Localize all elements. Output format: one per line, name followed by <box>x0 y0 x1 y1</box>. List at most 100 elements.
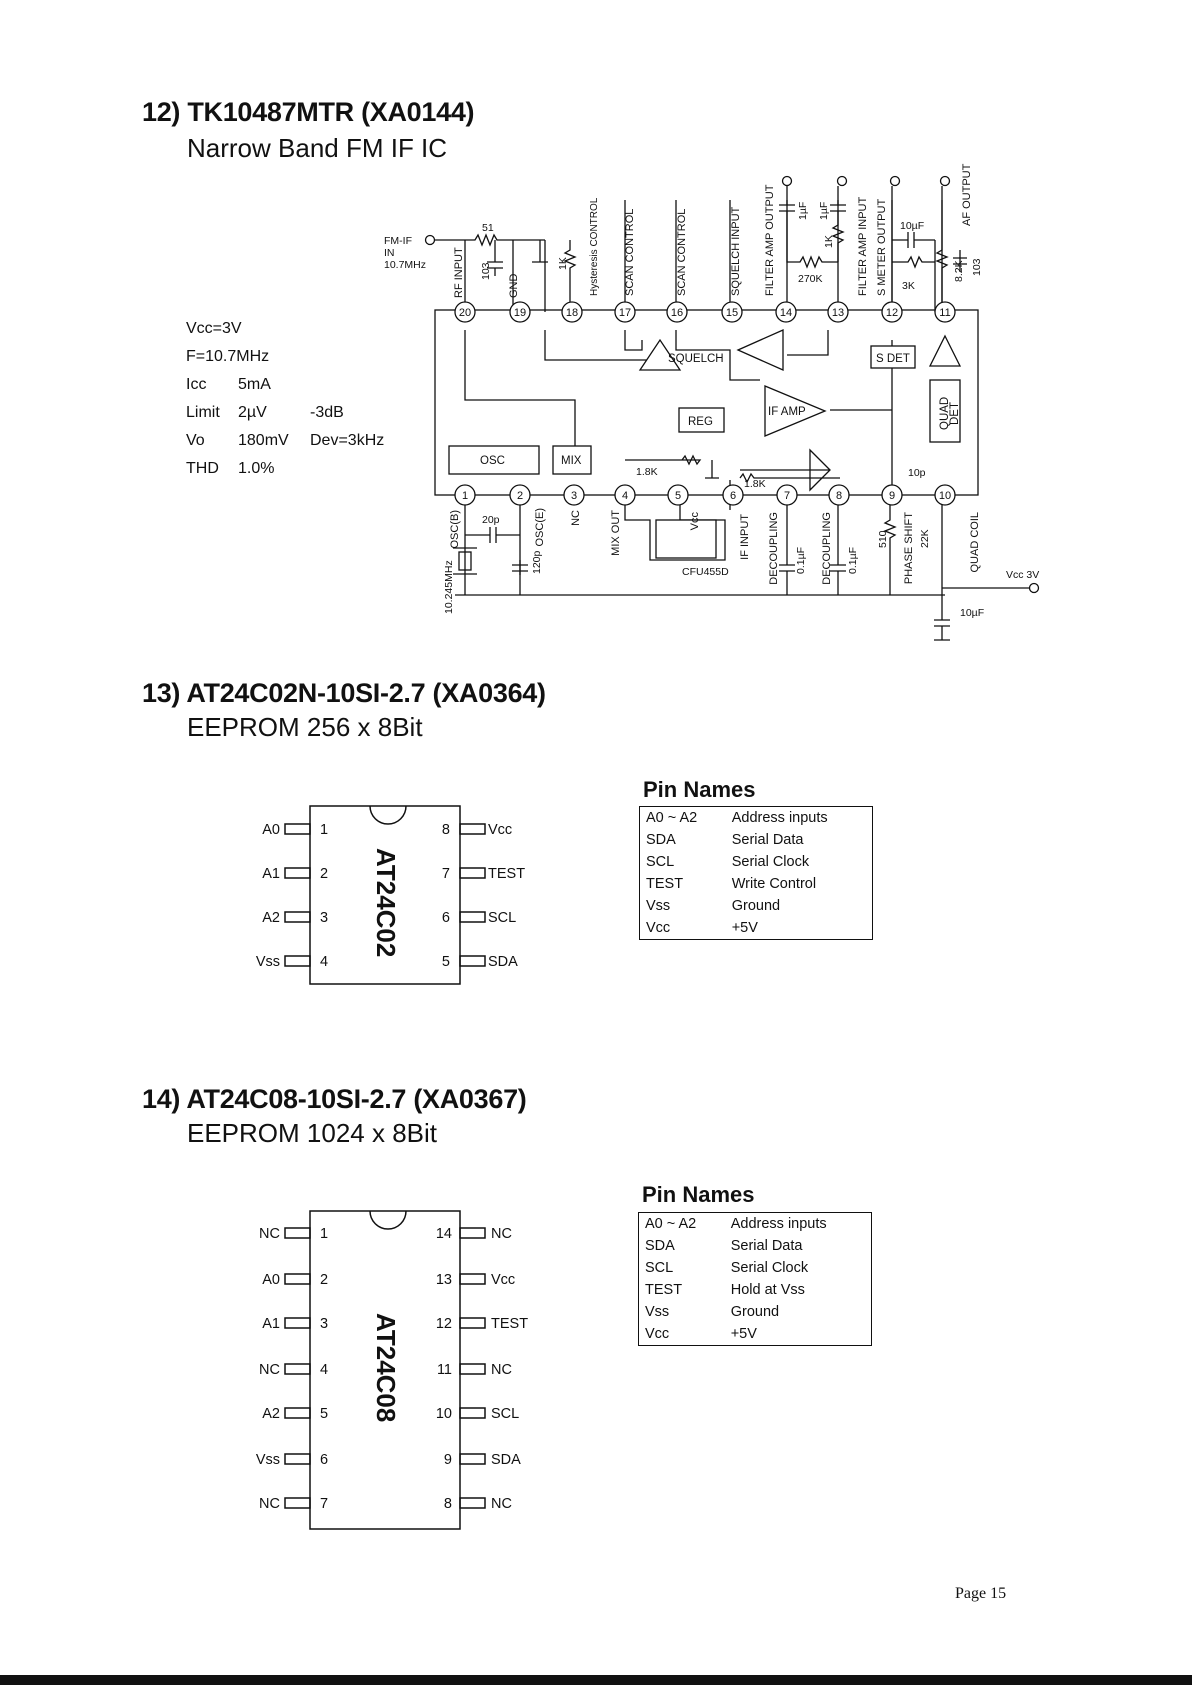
pin-6-label: IF INPUT <box>739 514 751 560</box>
desc-cell: Serial Data <box>730 1238 803 1254</box>
pin-name: A2 <box>262 1406 280 1422</box>
pin-number: 5 <box>320 1406 328 1422</box>
pin-name: SDA <box>491 1452 521 1468</box>
xtal-value: 10.245MHz <box>443 560 455 614</box>
pin-name: Vcc <box>488 822 512 838</box>
pin-cell: SCL <box>645 1260 674 1276</box>
pin-name: SCL <box>491 1406 519 1422</box>
mix-block <box>552 445 592 475</box>
pin-3-node <box>563 484 585 506</box>
vcc-3v-terminal <box>1028 582 1040 594</box>
pin-20-number: 20 <box>459 307 471 319</box>
spec-param: F=10.7MHz <box>186 348 270 365</box>
if-amp-block <box>764 385 827 437</box>
pin-3-number: 3 <box>571 490 577 502</box>
fm-if-label: FM-IF <box>384 235 412 247</box>
pin-2-number: 2 <box>517 490 523 502</box>
pin-1-label: OSC(B) <box>449 510 461 549</box>
pin-cell: SDA <box>646 832 676 848</box>
pin-4-node <box>614 484 636 506</box>
spec-note: -3dB <box>310 404 344 421</box>
spec-param: Vo <box>186 432 205 449</box>
table-row: Vss Ground <box>639 1301 872 1323</box>
c120p-value: 120p <box>531 550 543 574</box>
pin-8-number: 8 <box>836 490 842 502</box>
pin-name: A1 <box>262 1316 280 1332</box>
if-amp-label: IF AMP <box>768 406 806 418</box>
pin-15-number: 15 <box>726 307 738 319</box>
pin-14-label: FILTER AMP OUTPUT <box>764 184 776 296</box>
desc-cell: +5V <box>730 1326 757 1342</box>
spec-value: 5mA <box>238 376 271 393</box>
filter-amp-output-terminal <box>781 175 793 187</box>
osc-block <box>448 445 540 475</box>
tk10487-circuit-diagram: 20 19 18 17 16 15 14 13 12 11 1 2 3 4 5 … <box>384 163 1040 641</box>
pin-16-label: SCAN CONTROL <box>676 209 688 296</box>
pin-cell: SCL <box>646 854 675 870</box>
section-14-subtitle: EEPROM 1024 x 8Bit <box>187 1118 437 1148</box>
pin-12-node <box>881 301 903 323</box>
pin-19-node <box>509 301 531 323</box>
pin-lead <box>284 1273 311 1285</box>
pin-name: Vcc <box>491 1272 515 1288</box>
pin-18-label: Hysteresis CONTROL <box>589 197 600 296</box>
pin-name: TEST <box>488 866 525 882</box>
desc-cell: +5V <box>731 920 758 936</box>
r51-value: 51 <box>482 222 494 234</box>
pin-13-number: 13 <box>832 307 844 319</box>
fm-if-input-terminal <box>424 234 436 246</box>
pin-cell: TEST <box>645 1282 683 1298</box>
section-13-title: 13) AT24C02N-10SI-2.7 (XA0364) <box>142 678 546 708</box>
pin-name: NC <box>259 1226 280 1242</box>
pin-number: 4 <box>320 1362 328 1378</box>
af-buffer-block <box>928 334 962 367</box>
table-row: SDA Serial Data <box>640 829 873 851</box>
pin-11-node <box>934 301 956 323</box>
pin-lead <box>284 1227 311 1239</box>
pin-13-node <box>827 301 849 323</box>
c1uf-a-value: 1µF <box>797 202 809 220</box>
pin-15-node <box>721 301 743 323</box>
pin-19-label: GND <box>508 274 520 299</box>
c01uf-a-value: 0.1µF <box>795 547 807 574</box>
c10uf-a-value: 10µF <box>900 220 924 232</box>
quad-label: QUAD <box>939 397 951 430</box>
pin-lead <box>459 1453 486 1465</box>
c01uf-b-value: 0.1µF <box>847 547 859 574</box>
pin-number: 6 <box>320 1452 328 1468</box>
pin-10-node <box>934 484 956 506</box>
desc-cell: Serial Clock <box>730 1260 809 1276</box>
pin-number: 10 <box>436 1406 452 1422</box>
quad-det-block <box>929 379 961 443</box>
at24c08-pinout: NC A0 A1 NC A2 Vss NC 1 2 3 4 5 6 7 14 1… <box>256 1210 528 1530</box>
c10uf-b-value: 10µF <box>960 607 984 619</box>
r1k-value: 1K <box>557 257 569 270</box>
r3k-value: 3K <box>902 280 915 292</box>
pin-name: SDA <box>488 954 518 970</box>
desc-cell: Ground <box>730 1304 780 1320</box>
pin-name: A2 <box>262 910 280 926</box>
pin-lead <box>459 867 486 879</box>
pin-name: NC <box>491 1362 512 1378</box>
pin-13-label: FILTER AMP INPUT <box>857 196 869 296</box>
det-label: DET <box>949 402 961 425</box>
pin-15-label: SQUELCH INPUT <box>730 206 742 296</box>
r510-value: 510 <box>877 530 889 548</box>
spec-param: Icc <box>186 376 207 393</box>
desc-cell: Serial Data <box>731 832 804 848</box>
desc-cell: Write Control <box>731 876 817 892</box>
pin-name: NC <box>491 1226 512 1242</box>
desc-cell: Address inputs <box>730 1216 827 1232</box>
reg-label: REG <box>688 416 713 428</box>
pin-cell: Vss <box>645 1304 670 1320</box>
pin-lead <box>459 955 486 967</box>
section-12-title: 12) TK10487MTR (XA0144) <box>142 97 475 127</box>
pin-name: TEST <box>491 1316 528 1332</box>
pin-8-label: DECOUPLING <box>821 512 833 585</box>
